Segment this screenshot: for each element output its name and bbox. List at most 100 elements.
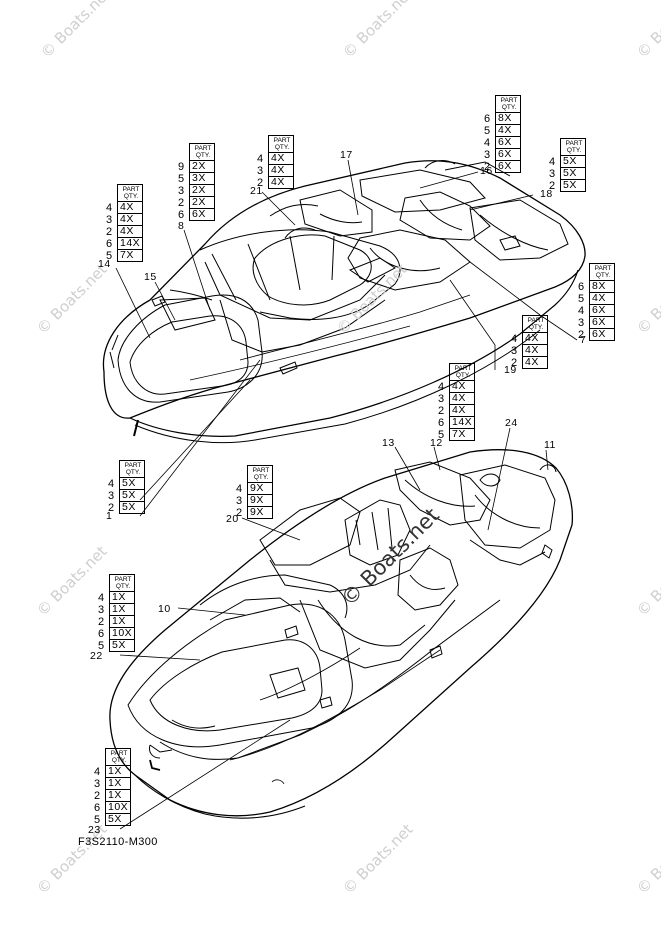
qty-row-index: 6 — [178, 209, 185, 221]
qty-row-value: 6X — [495, 161, 521, 173]
qty-table-row: 4 6X — [578, 305, 615, 317]
qty-row-index: 3 — [484, 149, 491, 161]
qty-row-index: 3 — [178, 185, 185, 197]
qty-table-row: 4 5X — [549, 156, 586, 168]
callout-number: 21 — [250, 185, 263, 197]
qty-row-value: 6X — [589, 305, 615, 317]
qty-table-row: 5 7X — [106, 250, 143, 262]
qty-row-index: 4 — [511, 333, 518, 345]
qty-row-value: 5X — [560, 156, 586, 168]
qty-row-index: 4 — [578, 305, 585, 317]
qty-row-value: 4X — [268, 153, 294, 165]
qty-row-index: 2 — [511, 357, 518, 369]
callout-number: 14 — [98, 258, 111, 270]
qty-row-index: 3 — [94, 778, 101, 790]
qty-row-value: 2X — [189, 197, 215, 209]
qty-row-value: 10X — [109, 628, 135, 640]
callout-number: 23 — [88, 824, 101, 836]
qty-row-value: 6X — [495, 149, 521, 161]
qty-row-value: 4X — [449, 381, 475, 393]
qty-row-index: 2 — [257, 177, 264, 189]
qty-row-value: 8X — [495, 113, 521, 125]
qty-row-index: 5 — [438, 429, 445, 441]
qty-table-row: 2 6X — [578, 329, 615, 341]
qty-row-value: 4X — [117, 226, 143, 238]
qty-row-index: 3 — [578, 317, 585, 329]
qty-row-value: 1X — [109, 592, 135, 604]
qty-row-index: 5 — [94, 814, 101, 826]
qty-row-value: 7X — [117, 250, 143, 262]
qty-row-index: 4 — [94, 766, 101, 778]
qty-row-value: 4X — [449, 405, 475, 417]
callout-number: 19 — [504, 364, 517, 376]
qty-row-value: 5X — [119, 478, 145, 490]
qty-row-value: 4X — [522, 345, 548, 357]
qty-row-index: 3 — [511, 345, 518, 357]
qty-row-value: 4X — [268, 165, 294, 177]
qty-table-row: 3 2X — [178, 185, 215, 197]
qty-row-index: 6 — [438, 417, 445, 429]
callout-number: 8 — [178, 220, 185, 232]
qty-row-value: 1X — [109, 604, 135, 616]
qty-row-value: 1X — [105, 778, 131, 790]
qty-row-index: 2 — [106, 226, 113, 238]
qty-row-index: 3 — [106, 214, 113, 226]
qty-row-value: 4X — [495, 125, 521, 137]
qty-row-value: 5X — [119, 502, 145, 514]
qty-row-value: 4X — [589, 293, 615, 305]
qty-row-value: 6X — [589, 329, 615, 341]
qty-row-value: 2X — [189, 161, 215, 173]
qty-table-row: 3 1X — [98, 604, 135, 616]
qty-row-index: 2 — [549, 180, 556, 192]
qty-table-row: 3 6X — [484, 149, 521, 161]
qty-row-value: 1X — [105, 790, 131, 802]
callout-number: 12 — [430, 437, 443, 449]
qty-row-index: 3 — [98, 604, 105, 616]
qty-row-value: 10X — [105, 802, 131, 814]
qty-row-index: 6 — [484, 113, 491, 125]
figure-code: F3S2110-M300 — [78, 836, 158, 848]
callout-number: 13 — [382, 437, 395, 449]
qty-row-index: 2 — [178, 197, 185, 209]
qty-row-index: 6 — [106, 238, 113, 250]
qty-row-index: 3 — [108, 490, 115, 502]
qty-row-index: 3 — [438, 393, 445, 405]
upper-boat-hull — [102, 160, 586, 444]
qty-row-index: 5 — [106, 250, 113, 262]
callout-number: 17 — [340, 149, 353, 161]
qty-row-index: 4 — [549, 156, 556, 168]
qty-row-value: 2X — [189, 185, 215, 197]
qty-table-row: 3 4X — [511, 345, 548, 357]
qty-row-index: 2 — [108, 502, 115, 514]
qty-row-index: 2 — [578, 329, 585, 341]
qty-row-value: 1X — [109, 616, 135, 628]
